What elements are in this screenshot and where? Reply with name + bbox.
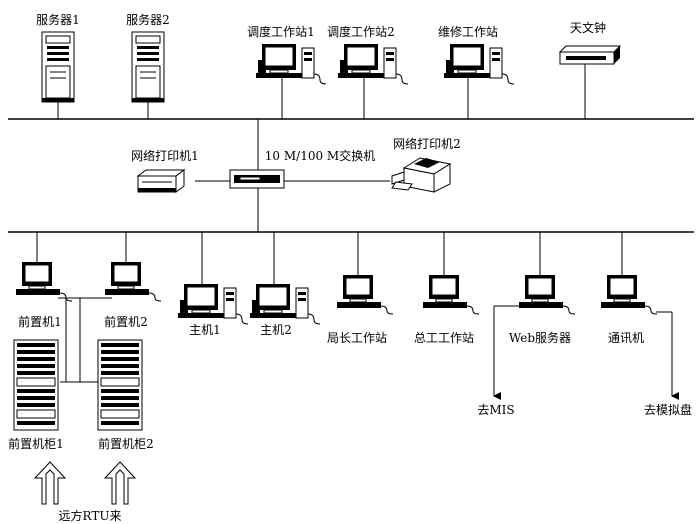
server-2-label: 服务器2 — [126, 12, 170, 27]
chief-engineer-workstation: 总工工作站 — [414, 232, 480, 345]
host-1: 主机1 — [177, 232, 249, 337]
web-server: Web服务器 去MIS — [477, 232, 576, 417]
clock-icon — [558, 45, 622, 65]
dispatch-workstation-2-label: 调度工作站2 — [327, 24, 395, 39]
host-2-icon — [249, 283, 321, 325]
rtu-arrow-2-icon — [103, 461, 137, 505]
network-printer-1: 网络打印机1 — [131, 148, 199, 193]
web-server-label: Web服务器 — [509, 330, 571, 345]
dispatch-workstation-1-label: 调度工作站1 — [247, 24, 315, 39]
front-end-cabinet-1: 前置机柜1 — [8, 339, 64, 451]
host-1-label: 主机1 — [189, 323, 221, 337]
front-end-cabinet-2: 前置机柜2 — [97, 339, 154, 451]
rtu-input-arrows: 远方RTU来 — [33, 461, 137, 523]
chief-engineer-monitor-icon — [422, 274, 468, 309]
comm-label: 通讯机 — [608, 331, 644, 345]
server-2-icon — [131, 31, 165, 103]
switch-icon — [229, 169, 285, 189]
switch-label: 10 M/100 M交换机 — [265, 148, 375, 163]
fep-1-monitor-icon — [15, 261, 61, 296]
dispatch-workstation-2-icon — [337, 43, 409, 85]
web-server-monitor-icon — [518, 274, 564, 309]
director-label: 局长工作站 — [327, 331, 387, 345]
server-2: 服务器2 — [126, 12, 170, 119]
cabinet-2-label: 前置机柜2 — [98, 436, 154, 451]
astronomical-clock: 天文钟 — [558, 20, 622, 119]
cabinet-1-icon — [13, 339, 59, 431]
network-switch: 10 M/100 M交换机 — [229, 148, 375, 189]
dispatch-workstation-1-icon — [255, 43, 327, 85]
communication-unit: 通讯机 去模拟盘 — [600, 232, 692, 417]
cabinet-2-icon — [97, 339, 143, 431]
server-1: 服务器1 — [36, 12, 80, 119]
host-2: 主机2 — [249, 232, 321, 337]
maintenance-workstation-label: 维修工作站 — [438, 24, 498, 39]
to-mis-label: 去MIS — [477, 403, 514, 417]
server-1-icon — [41, 31, 75, 103]
dispatch-workstation-1: 调度工作站1 — [247, 24, 327, 119]
printer-2-icon — [391, 157, 452, 193]
chief-engineer-label: 总工工作站 — [414, 331, 474, 345]
host-2-label: 主机2 — [260, 323, 292, 337]
server-1-label: 服务器1 — [36, 12, 80, 27]
director-workstation: 局长工作站 — [327, 232, 394, 345]
dispatch-workstation-2: 调度工作站2 — [327, 24, 409, 119]
front-end-processor-1: 前置机1 — [15, 232, 73, 329]
rtu-arrow-1-icon — [33, 461, 67, 505]
comm-monitor-icon — [600, 274, 646, 309]
fep-2-label: 前置机2 — [104, 314, 148, 329]
maintenance-workstation: 维修工作站 — [438, 24, 515, 119]
printer-1-icon — [136, 169, 186, 193]
fep-cabinet-links — [58, 297, 112, 383]
network-printer-2: 网络打印机2 — [391, 136, 461, 193]
fep-2-monitor-icon — [104, 261, 150, 296]
host-1-icon — [177, 283, 249, 325]
cabinet-1-label: 前置机柜1 — [8, 436, 64, 451]
fep-1-label: 前置机1 — [18, 314, 62, 329]
clock-label: 天文钟 — [570, 20, 606, 35]
printer-1-label: 网络打印机1 — [131, 148, 199, 163]
printer-2-label: 网络打印机2 — [393, 136, 461, 151]
to-mimic-label: 去模拟盘 — [644, 402, 692, 417]
director-monitor-icon — [336, 274, 382, 309]
maintenance-workstation-icon — [443, 43, 515, 85]
front-end-processor-2: 前置机2 — [104, 232, 162, 329]
rtu-label: 远方RTU来 — [59, 508, 122, 523]
